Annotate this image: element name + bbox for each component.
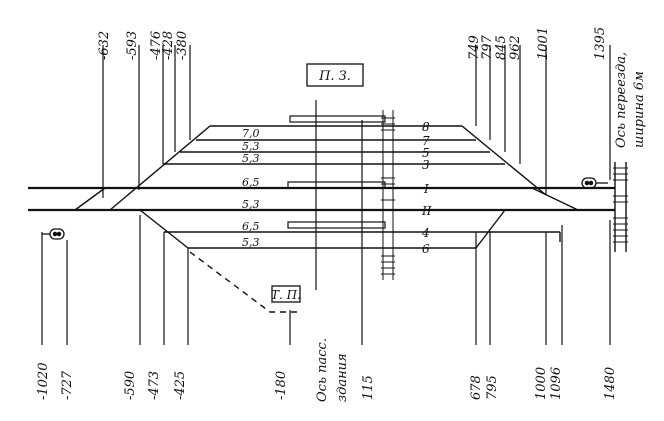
station-axis-label-1: Ось пасс. xyxy=(315,338,330,402)
station-axis-label-2: здания xyxy=(335,353,350,402)
track-number-4: 4 xyxy=(421,226,430,240)
pedestrian-crossing xyxy=(381,110,395,280)
track-number-II: II xyxy=(421,204,432,218)
box-tp-label: Т. П. xyxy=(271,288,301,302)
station-tracks xyxy=(74,125,579,249)
bottom-mark-11: 1096 xyxy=(549,367,564,400)
spacing-label-2: 5,3 xyxy=(242,140,260,153)
bottom-mark-3: -590 xyxy=(123,371,138,400)
bottom-mark-9: 795 xyxy=(485,375,500,400)
spacing-label-5: 5,3 xyxy=(242,198,260,211)
bottom-mark-7: 115 xyxy=(361,375,376,400)
top-mark-7: 797 xyxy=(480,34,495,60)
station-approach-dashed xyxy=(189,251,298,313)
track-number-6: 6 xyxy=(422,242,430,256)
top-mark-2: -593 xyxy=(125,31,140,60)
top-mark-8: 845 xyxy=(494,35,509,60)
top-mark-10: 1001 xyxy=(536,27,551,60)
crossing-ties xyxy=(613,167,628,243)
crossing-axis-label: Ось переезда, xyxy=(614,52,629,148)
signal-right xyxy=(581,177,608,189)
spacing-label-7: 5,3 xyxy=(242,236,260,249)
top-reference-lines xyxy=(102,45,611,198)
main-tracks xyxy=(28,186,615,212)
top-mark-1: -632 xyxy=(97,31,112,60)
box-pz-label: П. З. xyxy=(318,69,351,84)
spacing-label-3: 5,3 xyxy=(242,152,260,165)
spacing-label-4: 6,5 xyxy=(242,176,260,189)
bottom-mark-5: -425 xyxy=(173,371,188,400)
top-mark-3: -476 xyxy=(149,31,164,60)
track-number-3: 3 xyxy=(422,158,430,172)
spacing-label-1: 7,0 xyxy=(242,127,260,140)
bottom-mark-2: -727 xyxy=(60,370,75,400)
bottom-mark-10: 1000 xyxy=(534,367,549,400)
crossing-width-label: ширина 6м xyxy=(632,71,647,148)
track-number-8: 8 xyxy=(422,120,430,134)
box-tp-frame xyxy=(271,285,301,303)
signal-left xyxy=(42,228,65,240)
platforms xyxy=(287,115,386,229)
track-number-I: I xyxy=(423,182,429,196)
track-number-5: 5 xyxy=(422,146,430,160)
level-crossing xyxy=(614,162,627,252)
top-mark-4: -428 xyxy=(161,31,176,60)
bottom-mark-12: 1480 xyxy=(603,367,618,400)
top-mark-5: -380 xyxy=(175,31,190,60)
track-number-7: 7 xyxy=(422,134,430,148)
top-mark-6: 749 xyxy=(467,35,482,60)
bottom-mark-4: -473 xyxy=(147,371,162,400)
top-mark-11: 1395 xyxy=(593,27,608,60)
box-pz-frame xyxy=(306,63,364,87)
bottom-mark-8: 678 xyxy=(469,375,484,400)
spacing-label-6: 6,5 xyxy=(242,220,260,233)
bottom-mark-1: -1020 xyxy=(36,363,51,400)
top-mark-9: 962 xyxy=(508,35,523,60)
bottom-mark-6: -180 xyxy=(274,371,289,400)
